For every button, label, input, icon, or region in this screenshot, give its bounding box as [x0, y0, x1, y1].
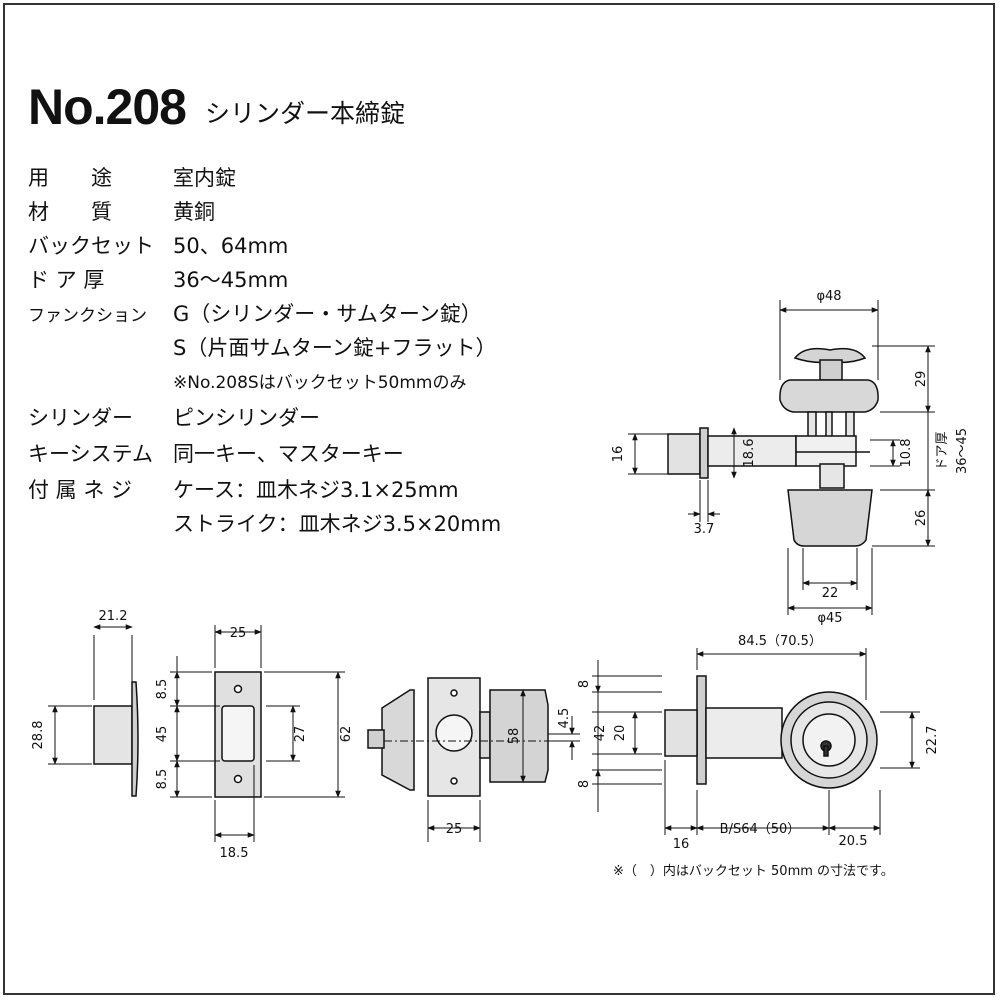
side-view — [628, 300, 935, 615]
dim-8-5-bottom: 8.5 — [155, 769, 170, 790]
latch-bolt-view — [48, 624, 139, 797]
spec-label: ファンクション — [28, 306, 147, 326]
spec-value: ピンシリンダー — [173, 406, 320, 430]
dim-8-5-top: 8.5 — [155, 679, 170, 700]
dim-door-thickness-label: ドア厚 — [935, 431, 950, 470]
front-view — [367, 677, 580, 842]
cylinder-plug — [802, 713, 856, 767]
spec-row-cylinder: シリンダー ピンシリンダー — [28, 402, 320, 432]
spec-value: G（シリンダー・サムターン錠） — [173, 302, 482, 326]
dim-phi48: φ48 — [816, 289, 841, 304]
inside-rose — [779, 379, 879, 413]
dim-62: 62 — [339, 726, 354, 743]
bolt-faceplate — [131, 681, 139, 797]
backset-note: ※（ ）内はバックセット 50mm の寸法です。 — [613, 864, 894, 879]
spec-label: ド ア 厚 — [28, 268, 105, 292]
dim-25-front: 25 — [446, 822, 463, 837]
spec-label: バックセット — [28, 234, 154, 258]
deadbolt-head — [664, 709, 698, 757]
deadbolt-view — [592, 648, 920, 835]
spec-label: 用 途 — [28, 166, 112, 190]
spec-row-backset: バックセット 50、64mm — [28, 230, 288, 260]
dim-45: 45 — [155, 726, 170, 743]
spec-row-usage: 用 途 室内錠 — [28, 162, 236, 192]
dim-26: 26 — [914, 510, 929, 527]
thumbturn-stem — [819, 359, 843, 381]
dim-42: 42 — [593, 725, 608, 742]
dim-8-top: 8 — [577, 680, 592, 688]
dim-25-strike: 25 — [230, 626, 247, 641]
bolt-block — [93, 705, 133, 765]
spec-row-key-system: キーシステム同一キー、マスターキー — [28, 438, 404, 468]
deadbolt-case — [705, 707, 783, 759]
spec-value: ストライク：皿木ネジ3.5×20mm — [173, 512, 502, 536]
spec-label: 付 属 ネ ジ — [28, 478, 133, 502]
dim-27: 27 — [293, 726, 308, 743]
dim-phi45: φ45 — [817, 611, 842, 626]
strike-plate-view — [170, 625, 345, 842]
dim-4-5: 4.5 — [557, 708, 572, 729]
dim-door-thickness-range: 36〜45 — [955, 428, 970, 474]
faceplate — [699, 427, 709, 479]
dim-21-2: 21.2 — [99, 609, 128, 624]
dim-28-8: 28.8 — [31, 721, 46, 750]
dim-20-5: 20.5 — [839, 834, 868, 849]
spec-row-function-s: S（片面サムターン錠+フラット） — [28, 332, 496, 362]
dim-8-bottom: 8 — [577, 780, 592, 788]
dim-84-5: 84.5（70.5） — [738, 634, 822, 649]
cylinder-body — [787, 489, 873, 547]
dim-20: 20 — [613, 725, 628, 742]
cylinder-rose — [489, 689, 549, 783]
spec-row-function-note: ※No.208Sはバックセット50mmのみ — [28, 368, 466, 393]
dim-22: 22 — [822, 586, 839, 601]
product-name: シリンダー本締錠 — [205, 99, 406, 128]
dim-backset: B/S64（50） — [720, 822, 801, 837]
spec-value: S（片面サムターン錠+フラット） — [173, 336, 497, 360]
spec-value: 50、64mm — [173, 234, 289, 258]
dim-16-bottom: 16 — [673, 837, 690, 852]
dim-3-7: 3.7 — [694, 522, 715, 537]
dim-18-6: 18.6 — [742, 439, 757, 468]
spec-value: 36〜45mm — [173, 268, 289, 292]
bolt-case — [707, 435, 797, 467]
dim-10-8: 10.8 — [899, 439, 914, 468]
spec-row-door-thickness: ド ア 厚 36〜45mm — [28, 264, 288, 294]
spec-value: 黄銅 — [173, 200, 215, 224]
spec-label: シリンダー — [28, 406, 133, 430]
outer-frame — [3, 3, 995, 995]
spec-row-function: ファンクション G（シリンダー・サムターン錠） — [28, 298, 482, 328]
dim-18-5: 18.5 — [220, 846, 249, 861]
thumbturn-rose — [381, 689, 415, 791]
spec-label: 材 質 — [28, 200, 112, 224]
dim-22-7: 22.7 — [925, 726, 940, 755]
spec-value: 同一キー、マスターキー — [173, 442, 404, 466]
spec-value: ケース：皿木ネジ3.1×25mm — [173, 478, 459, 502]
spec-value: ※No.208Sはバックセット50mmのみ — [173, 373, 467, 393]
dim-16-side: 16 — [611, 446, 626, 463]
bolt-head — [667, 433, 701, 475]
dim-29: 29 — [914, 371, 929, 388]
spec-label: キーシステム — [28, 442, 153, 466]
spec-row-material: 材 質 黄銅 — [28, 196, 215, 226]
spec-row-screws: 付 属 ネ ジ ケース：皿木ネジ3.1×25mm — [28, 474, 459, 504]
deadbolt-faceplate — [696, 675, 707, 785]
spec-row-screws-strike: ストライク：皿木ネジ3.5×20mm — [28, 508, 501, 538]
product-number: No.208 — [28, 79, 187, 135]
spec-value: 室内錠 — [173, 166, 236, 190]
dim-58: 58 — [507, 728, 522, 745]
